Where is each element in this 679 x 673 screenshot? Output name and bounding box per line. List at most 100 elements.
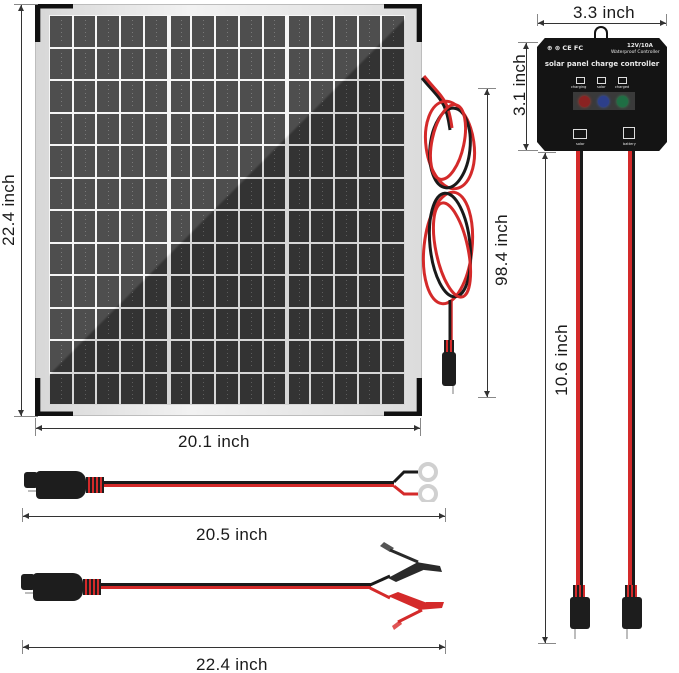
- indicator-label-solar: solar: [597, 85, 606, 89]
- solar-cell: [121, 146, 143, 177]
- solar-cell: [239, 276, 262, 307]
- solar-cell: [382, 276, 404, 307]
- solar-cell: [73, 373, 96, 404]
- solar-cell: [97, 341, 120, 372]
- alligator-clips: [369, 542, 444, 630]
- charge-controller: ⊕ ⊛ CE FC 12V/10A Waterproof Controller …: [537, 38, 667, 151]
- controller-rating: 12V/10A: [627, 43, 653, 49]
- solar-cell: [97, 16, 120, 47]
- solar-cell: [263, 243, 286, 274]
- solar-cell: [334, 276, 357, 307]
- solar-cell: [170, 341, 191, 372]
- wire-black: [104, 481, 394, 484]
- dimension-tick: [666, 14, 667, 26]
- sae-plug: [442, 352, 456, 386]
- solar-cell: [358, 16, 381, 47]
- coiled-panel-cable: [420, 75, 477, 342]
- solar-cell: [50, 48, 72, 79]
- solar-cell: [311, 146, 333, 177]
- solar-cell: [73, 146, 96, 177]
- charging-icon: [576, 77, 585, 84]
- solar-cell: [263, 16, 286, 47]
- dimension-tick: [14, 4, 38, 5]
- solar-port-icon: [573, 129, 587, 139]
- solar-cell: [121, 211, 143, 242]
- solar-cell: [239, 341, 262, 372]
- solar-cell: [382, 308, 404, 339]
- solar-cell: [311, 178, 333, 209]
- dimension-tick: [445, 640, 446, 654]
- solar-cell: [289, 16, 310, 47]
- solar-cell: [50, 211, 72, 242]
- sae-plug-body: [36, 471, 86, 499]
- connector-pin: [626, 629, 628, 639]
- solar-cell: [97, 81, 120, 112]
- solar-cell: [170, 16, 191, 47]
- solar-cell: [239, 243, 262, 274]
- solar-cell: [289, 48, 310, 79]
- solar-cell: [311, 81, 333, 112]
- solar-cell: [73, 178, 96, 209]
- solar-cell: [192, 81, 215, 112]
- solar-cell: [263, 146, 286, 177]
- solar-cell: [50, 341, 72, 372]
- solar-cell: [192, 276, 215, 307]
- solar-cell: [334, 48, 357, 79]
- solar-cell: [121, 373, 143, 404]
- solar-cell: [170, 308, 191, 339]
- hanging-hook: [594, 26, 608, 42]
- solar-cell: [50, 243, 72, 274]
- dimension-tick: [537, 14, 538, 26]
- solar-cell: [263, 308, 286, 339]
- sae-plug: [622, 597, 642, 629]
- solar-cell: [358, 276, 381, 307]
- solar-cell: [382, 211, 404, 242]
- connector-pin: [574, 629, 576, 639]
- solar-cell: [121, 113, 143, 144]
- solar-cell: [97, 243, 120, 274]
- dimension-tick: [35, 418, 36, 436]
- solar-cell: [216, 16, 238, 47]
- solar-cell: [239, 178, 262, 209]
- solar-cell: [192, 146, 215, 177]
- solar-cell: [50, 373, 72, 404]
- solar-cell: [239, 211, 262, 242]
- solar-cell: [170, 81, 191, 112]
- connector-grip: [573, 585, 585, 599]
- solar-cell: [73, 308, 96, 339]
- panel-cell-grid: [49, 15, 405, 405]
- solar-cell: [192, 16, 215, 47]
- ring-terminals: [392, 462, 438, 502]
- solar-cell: [382, 48, 404, 79]
- solar-cell: [311, 276, 333, 307]
- solar-cell: [334, 178, 357, 209]
- port-label-solar: solar: [576, 142, 585, 146]
- solar-cell: [50, 146, 72, 177]
- solar-cell: [289, 308, 310, 339]
- led-charging: [579, 96, 590, 107]
- solar-cell: [50, 276, 72, 307]
- solar-cell: [216, 113, 238, 144]
- solar-cell: [73, 16, 96, 47]
- solar-cell: [239, 373, 262, 404]
- panel-height-label: 22.4 inch: [0, 174, 18, 246]
- solar-cell: [170, 178, 191, 209]
- solar-cell: [216, 308, 238, 339]
- solar-cell: [358, 243, 381, 274]
- solar-cell: [382, 146, 404, 177]
- controller-width-label: 3.3 inch: [573, 3, 635, 22]
- solar-cell: [170, 276, 191, 307]
- battery-charged-icon: [618, 77, 627, 84]
- dimension-tick: [478, 88, 496, 89]
- battery-port-icon: [623, 127, 635, 139]
- controller-title: solar panel charge controller: [544, 60, 660, 68]
- solar-cell: [289, 113, 310, 144]
- solar-cell: [311, 48, 333, 79]
- solar-cell: [334, 373, 357, 404]
- dimension-tick: [420, 418, 421, 436]
- solar-cell: [334, 211, 357, 242]
- dimension-tick: [518, 150, 538, 151]
- panel-width-label: 20.1 inch: [178, 432, 250, 451]
- ring-cable-dimension-line: [23, 513, 445, 519]
- solar-cell: [216, 341, 238, 372]
